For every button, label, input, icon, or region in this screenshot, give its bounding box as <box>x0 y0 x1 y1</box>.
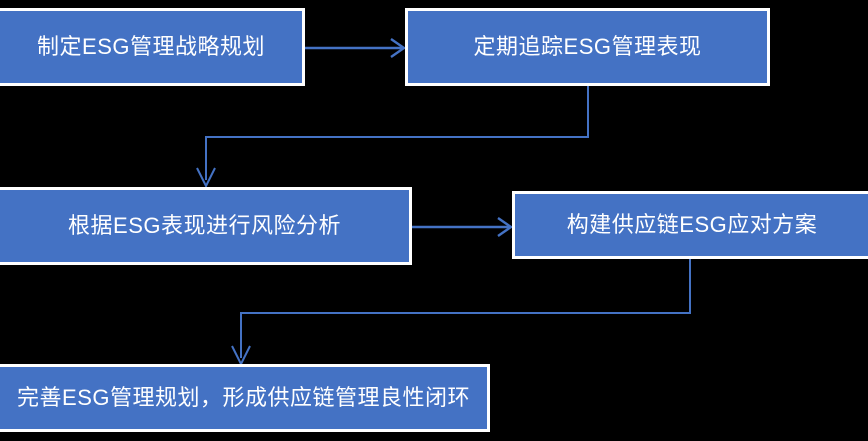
node-solution-label: 构建供应链ESG应对方案 <box>566 211 818 237</box>
node-closure-label: 完善ESG管理规划，形成供应链管理良性闭环 <box>17 384 470 410</box>
arrowhead-icon <box>231 345 251 367</box>
connector-solution-to-closure <box>231 259 691 367</box>
connector-track-to-risk <box>196 86 589 189</box>
node-track[interactable]: 定期追踪ESG管理表现 <box>405 8 770 86</box>
node-track-label: 定期追踪ESG管理表现 <box>473 33 702 59</box>
arrowhead-icon <box>497 217 514 237</box>
connector-strategy-to-track <box>304 38 407 58</box>
node-solution[interactable]: 构建供应链ESG应对方案 <box>512 191 868 259</box>
connector-risk-to-solution <box>411 217 514 237</box>
node-risk-label: 根据ESG表现进行风险分析 <box>68 212 341 238</box>
node-closure[interactable]: 完善ESG管理规划，形成供应链管理良性闭环 <box>0 364 490 432</box>
node-strategy-label: 制定ESG管理战略规划 <box>37 33 265 59</box>
arrowhead-icon <box>196 167 216 189</box>
node-strategy[interactable]: 制定ESG管理战略规划 <box>0 8 305 86</box>
arrowhead-icon <box>390 38 407 58</box>
node-risk[interactable]: 根据ESG表现进行风险分析 <box>0 187 412 265</box>
